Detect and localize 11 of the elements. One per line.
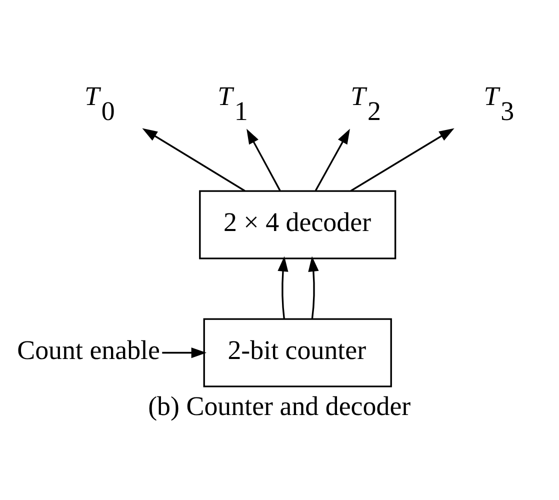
arrow: [314, 128, 350, 191]
arrow: [278, 256, 288, 320]
arrow: [142, 128, 246, 192]
node-box: 2-bit counter: [203, 318, 392, 388]
node-box: 2 × 4 decoder: [199, 190, 396, 260]
arrow: [350, 128, 454, 192]
arrow: [162, 347, 207, 358]
arrow: [308, 256, 319, 320]
node-text: Count enable: [17, 335, 160, 366]
caption: (b) Counter and decoder: [148, 390, 411, 421]
arrow: [246, 128, 281, 191]
